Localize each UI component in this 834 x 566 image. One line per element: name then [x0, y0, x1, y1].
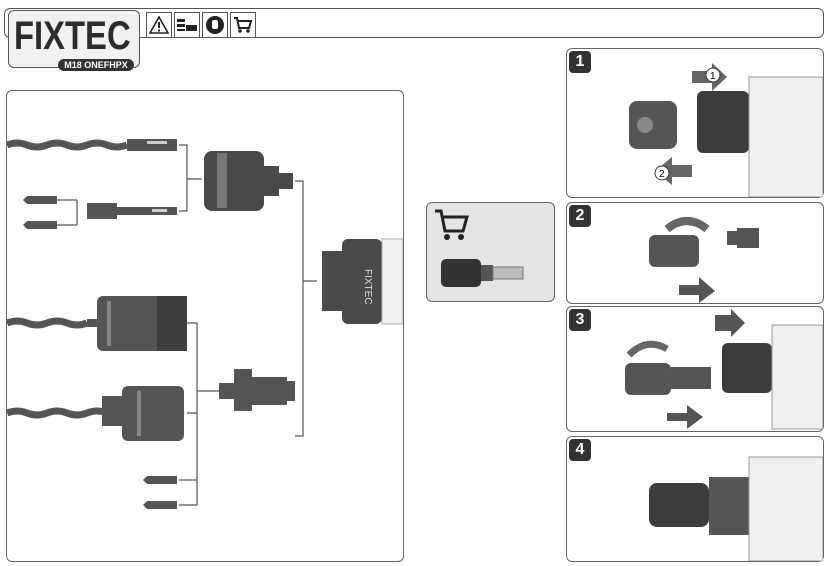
chuck-adapter — [219, 369, 295, 411]
sds-chuck — [204, 151, 293, 211]
adapter-illustration — [727, 228, 759, 248]
chuck-with-adapter-illustration — [625, 340, 711, 395]
shopping-cart-icon — [435, 209, 469, 240]
warning-icon — [146, 12, 172, 38]
arrow-left-icon: 2 — [654, 157, 692, 185]
brand-box — [8, 10, 140, 68]
marker-2: 2 — [659, 169, 665, 180]
step-3-panel: 3 — [566, 306, 824, 432]
brand-title: FIXTEC — [14, 14, 131, 58]
twist-drill-bit-1 — [5, 317, 107, 329]
drill-label: FIXTEC — [362, 269, 373, 305]
chuck-rotation-illustration — [649, 217, 710, 267]
sds-bit-adapter — [87, 203, 177, 219]
cart-icon — [230, 12, 256, 38]
arrow-right-icon — [667, 309, 745, 429]
keyless-chuck-accessory — [441, 259, 524, 287]
chuck-removed-illustration — [629, 101, 677, 149]
header-icons — [146, 12, 256, 38]
step-3-number: 3 — [569, 309, 591, 331]
twist-drill-bit-2 — [5, 407, 109, 419]
hammer-drill-head: FIXTEC — [322, 238, 404, 325]
hand-icon — [202, 12, 228, 38]
marker-1: 1 — [710, 71, 716, 82]
step-4-panel: 4 — [566, 436, 824, 562]
arrow-right-icon: 1 — [692, 63, 727, 91]
step-1-number: 1 — [569, 51, 591, 73]
arrow-right-icon — [679, 277, 715, 303]
compatibility-diagram: FIXTEC — [5, 139, 404, 509]
model-badge: M18 ONEFHPX — [58, 59, 134, 71]
assembled-drill-illustration — [649, 456, 823, 561]
drill-body-illustration — [697, 76, 823, 197]
step-4-number: 4 — [569, 439, 591, 461]
step-1-panel: 1 1 2 — [566, 48, 824, 198]
step-2-panel: 2 — [566, 202, 824, 304]
compatibility-diagram-panel: FIXTEC — [5, 90, 404, 562]
header-bar — [4, 8, 824, 38]
screwdriver-bits-bottom — [143, 476, 177, 509]
keyed-chuck — [102, 386, 184, 441]
keyless-chuck — [97, 296, 187, 351]
drill-body-illustration — [722, 324, 823, 430]
step-2-number: 2 — [569, 205, 591, 227]
accessory-purchase-panel — [426, 202, 555, 302]
sds-drill-bit — [5, 139, 177, 151]
screwdriver-bits-top — [23, 196, 78, 229]
manual-icon — [174, 12, 200, 38]
